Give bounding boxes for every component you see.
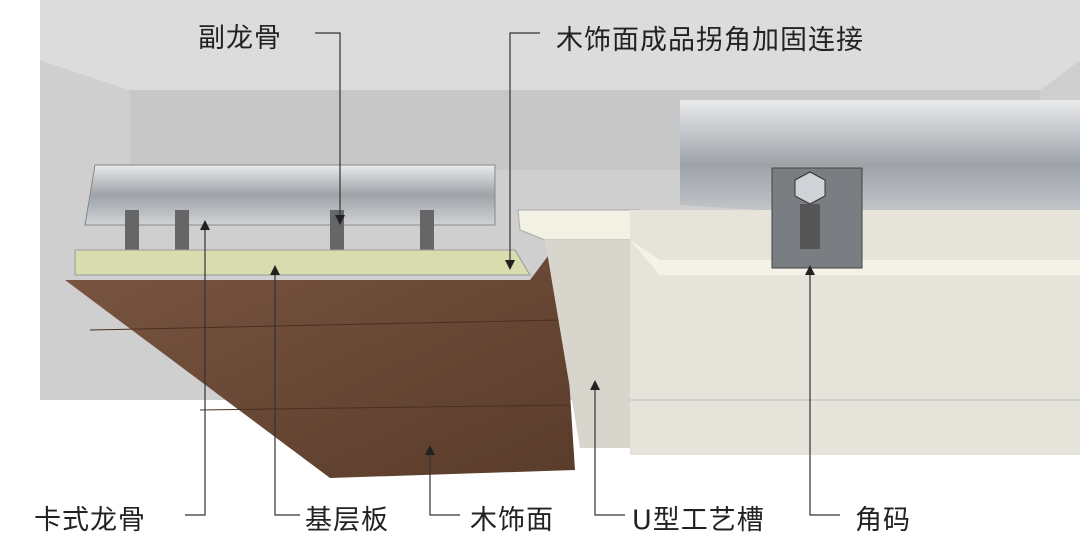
ceiling-slab-top <box>40 0 1080 90</box>
label-corner-connection: 木饰面成品拐角加固连接 <box>556 25 864 56</box>
leader-lines <box>185 32 840 516</box>
wood-veneer-panel <box>65 240 575 478</box>
base-board <box>74 249 531 276</box>
label-wood-veneer: 木饰面 <box>470 505 554 536</box>
label-base-board: 基层板 <box>305 505 389 536</box>
leader-arrowheads <box>200 215 815 455</box>
label-corner-bracket: 角码 <box>855 505 911 536</box>
u-groove <box>545 240 630 448</box>
corner-edge-piece <box>517 209 641 241</box>
label-u-groove: U型工艺槽 <box>632 505 765 536</box>
label-clip-keel: 卡式龙骨 <box>34 505 146 536</box>
label-sub-keel: 副龙骨 <box>198 23 282 54</box>
bolt-icon <box>794 171 826 205</box>
